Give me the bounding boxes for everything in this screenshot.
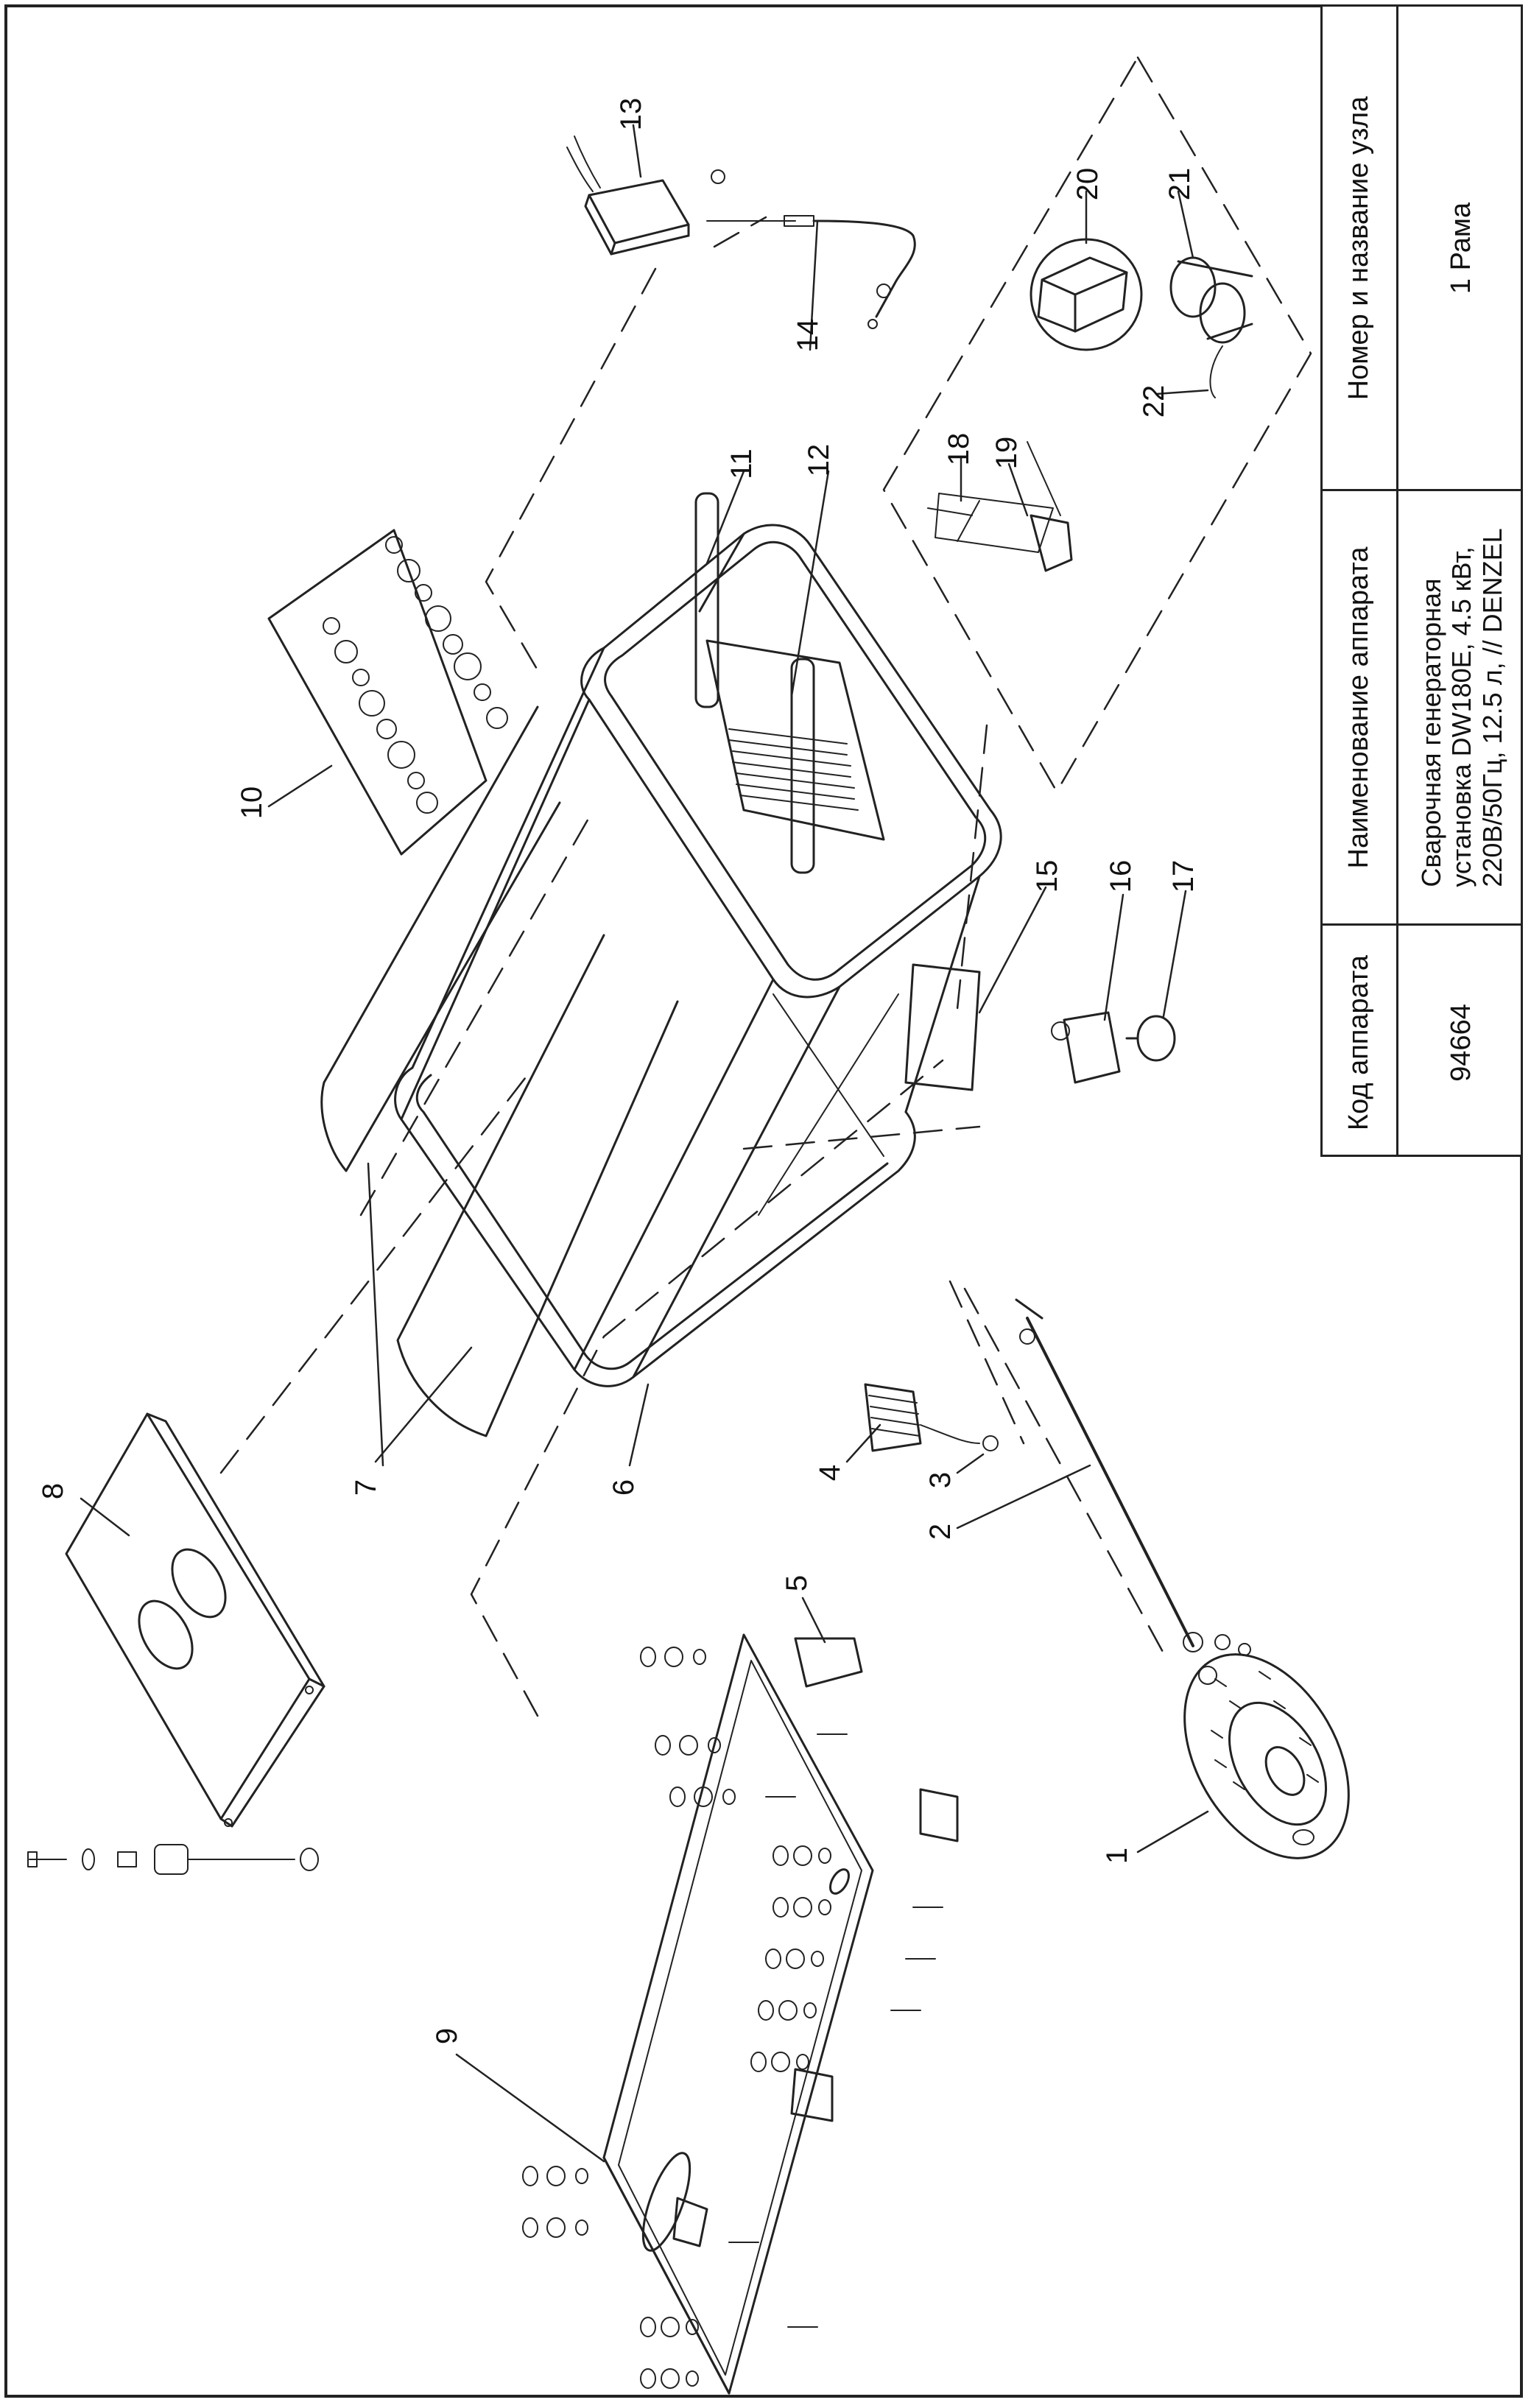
callout-14: 14 bbox=[792, 319, 824, 352]
part-8-mount-hardware bbox=[27, 1844, 319, 1875]
value-name-line-3: 220В/50Гц, 12.5 л, // DENZEL bbox=[1477, 527, 1507, 887]
part-6-main-frame bbox=[394, 524, 1002, 1387]
value-unit: 1 Рама bbox=[1446, 202, 1477, 294]
value-name-cell: Сварочная генераторная установка DW180E,… bbox=[1398, 491, 1525, 923]
callout-9: 9 bbox=[431, 2028, 463, 2044]
callout-5: 5 bbox=[781, 1575, 813, 1591]
callout-2: 2 bbox=[924, 1524, 957, 1540]
callout-6: 6 bbox=[608, 1479, 640, 1496]
value-unit-cell: 1 Рама bbox=[1398, 7, 1525, 489]
callout-8: 8 bbox=[37, 1483, 69, 1499]
value-name-line-2: установка DW180E, 4.5 кВт, bbox=[1446, 546, 1477, 887]
header-code: Код аппарата bbox=[1343, 954, 1375, 1130]
callout-20: 20 bbox=[1071, 168, 1104, 201]
callout-17: 17 bbox=[1167, 860, 1200, 893]
callout-22: 22 bbox=[1138, 385, 1170, 418]
callout-13: 13 bbox=[615, 98, 647, 131]
callout-19: 19 bbox=[990, 437, 1023, 470]
callout-1: 1 bbox=[1101, 1848, 1133, 1864]
header-unit: Номер и название узла bbox=[1343, 96, 1375, 400]
part-9-base-frame bbox=[602, 1633, 959, 2395]
part-17-rubber-foot bbox=[1125, 1015, 1176, 1062]
header-unit-cell: Номер и название узла bbox=[1323, 7, 1396, 489]
dashed-assembly-lines bbox=[219, 56, 1312, 1717]
part-21-starter bbox=[1169, 256, 1253, 398]
part-14-cable bbox=[706, 215, 916, 329]
title-block: Номер и название узла Наименование аппар… bbox=[1320, 4, 1523, 1157]
header-code-cell: Код аппарата bbox=[1323, 926, 1396, 1159]
part-10-hardware-kit bbox=[267, 529, 508, 856]
part-8-cover-plate bbox=[65, 1412, 325, 1828]
value-name: Сварочная генераторная установка DW180E,… bbox=[1416, 528, 1507, 887]
part-15-bracket bbox=[904, 963, 981, 1091]
callout-3: 3 bbox=[924, 1472, 957, 1488]
value-name-line-1: Сварочная генераторная bbox=[1415, 577, 1446, 887]
part-16-mount bbox=[1051, 1011, 1121, 1084]
callout-7: 7 bbox=[350, 1479, 382, 1496]
leader-lines bbox=[80, 124, 1209, 2163]
value-code-cell: 94664 bbox=[1398, 926, 1525, 1159]
callout-16: 16 bbox=[1105, 860, 1137, 893]
part-3-connector bbox=[982, 1435, 999, 1451]
callout-10: 10 bbox=[236, 786, 268, 820]
header-name: Наименование аппарата bbox=[1343, 546, 1375, 868]
part-13-switch-box bbox=[566, 135, 725, 256]
part-11-handle bbox=[694, 492, 815, 874]
part-7-side-panels bbox=[320, 705, 679, 1437]
part-9-hardware bbox=[522, 1647, 943, 2389]
callout-21: 21 bbox=[1164, 168, 1196, 201]
header-name-cell: Наименование аппарата bbox=[1323, 491, 1396, 923]
callout-18: 18 bbox=[943, 433, 975, 466]
part-4-regulator bbox=[864, 1383, 980, 1452]
value-code: 94664 bbox=[1446, 1003, 1477, 1082]
part-12-vented-panel bbox=[705, 639, 885, 841]
part-18-19-bracket bbox=[927, 441, 1073, 572]
sheet-border bbox=[4, 4, 1523, 2398]
callout-15: 15 bbox=[1031, 860, 1063, 893]
callout-11: 11 bbox=[725, 448, 758, 479]
callout-4: 4 bbox=[814, 1465, 846, 1481]
callout-12: 12 bbox=[803, 444, 835, 477]
part-1-wheel bbox=[1183, 1653, 1350, 1859]
